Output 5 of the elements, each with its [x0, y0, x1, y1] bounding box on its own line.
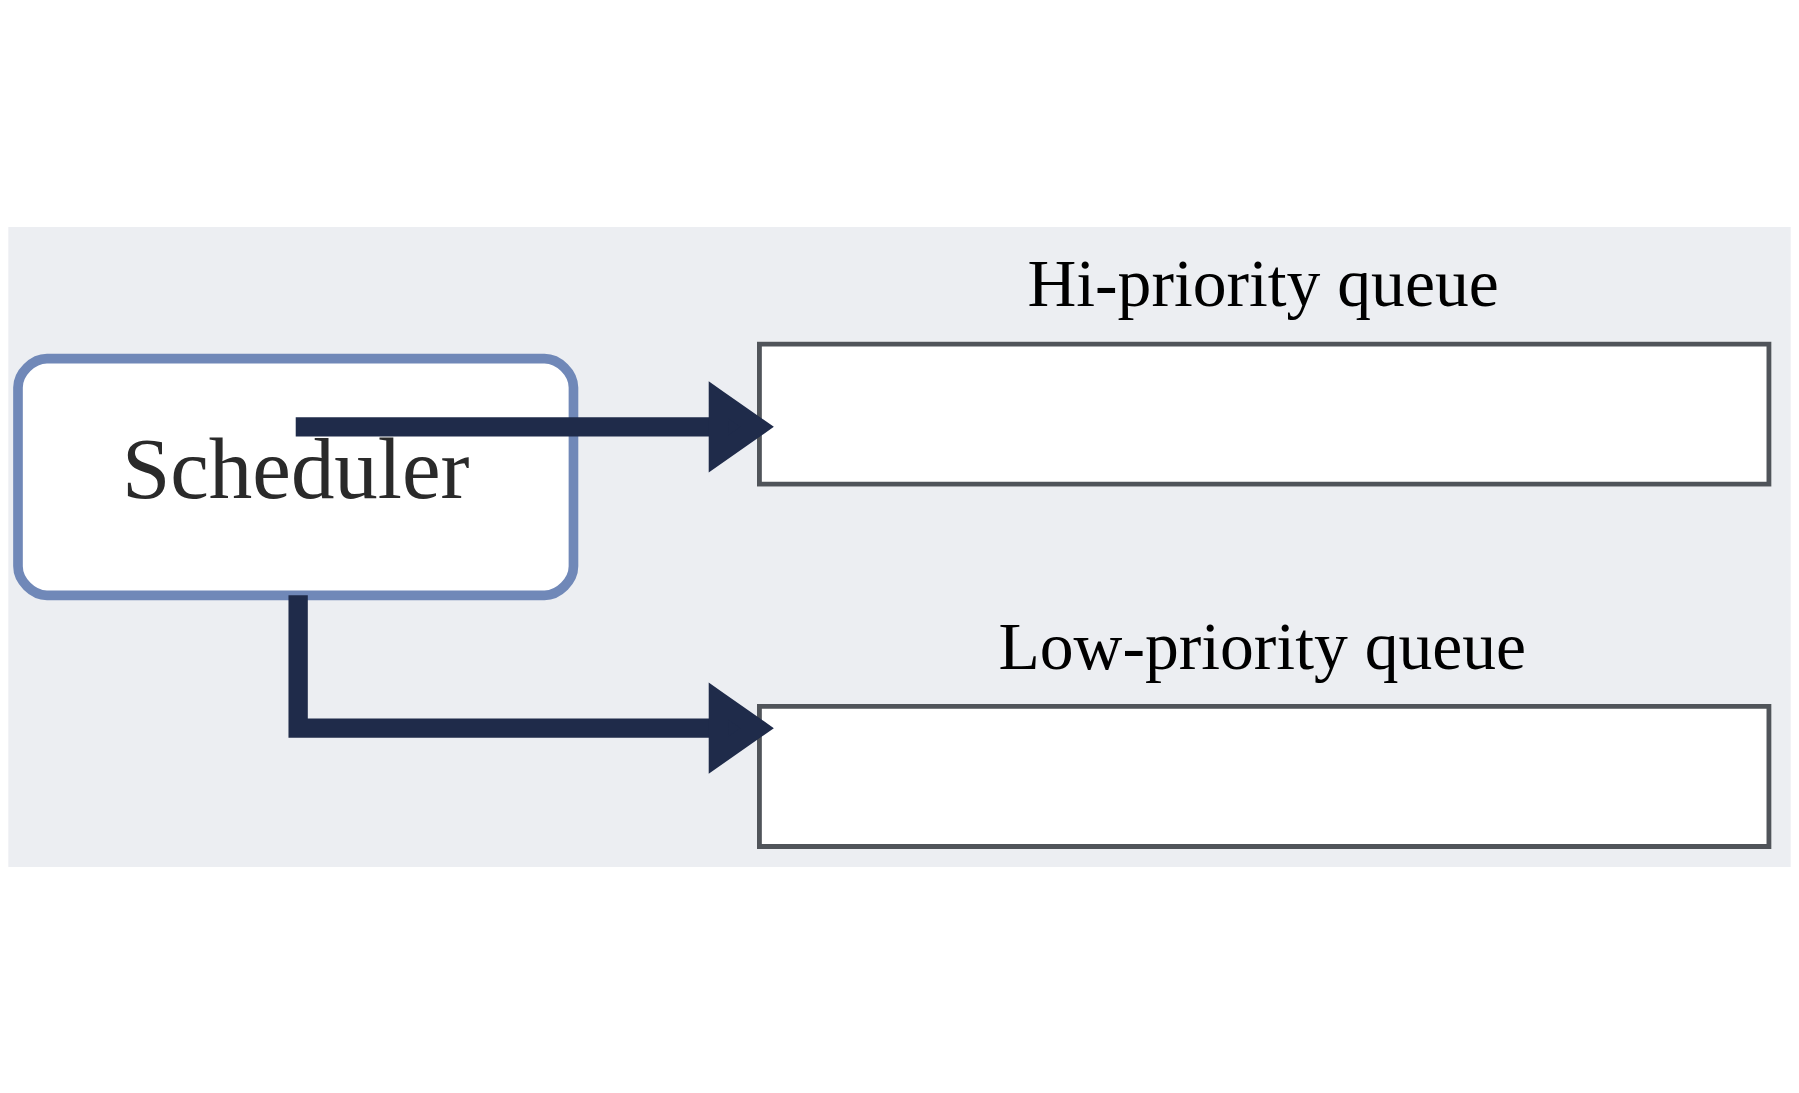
arrow [288, 594, 774, 774]
node-label: Low-priority queue [998, 608, 1527, 684]
node-label: Hi-priority queue [1027, 245, 1499, 321]
arrow [295, 380, 774, 472]
node-box: Scheduler [13, 353, 579, 600]
